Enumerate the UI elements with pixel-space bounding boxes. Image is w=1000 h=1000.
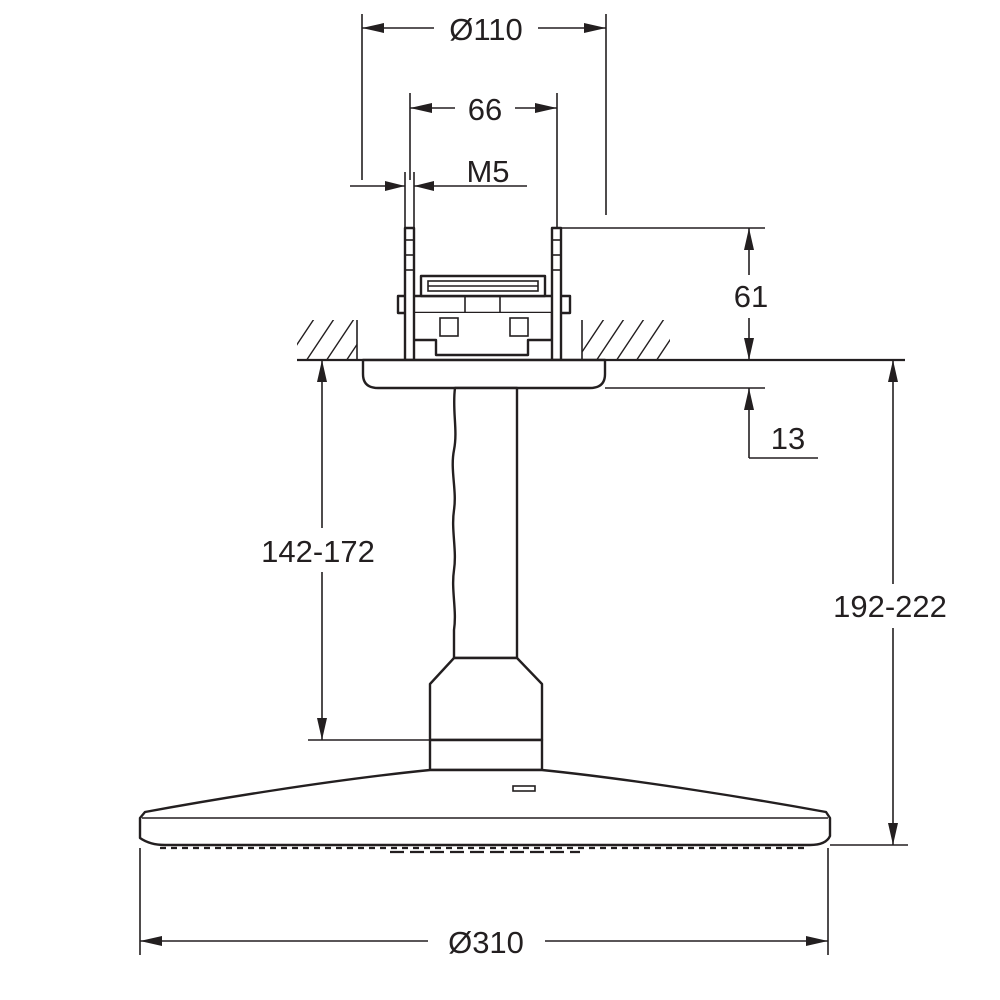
head-connector-collar — [428, 738, 544, 772]
threaded-rod-left — [403, 226, 416, 362]
label-bolt-spacing: 66 — [468, 92, 502, 127]
dim-bolt-spacing-66: 66 — [409, 92, 558, 228]
shower-head — [138, 768, 832, 854]
dim-mount-height-61: 61 — [561, 227, 768, 360]
ceiling-hatch-left — [297, 320, 357, 360]
dim-diameter-110: Ø110 — [361, 12, 607, 215]
label-head-diameter: Ø310 — [448, 925, 524, 960]
dim-flange-thickness-13: 13 — [605, 387, 818, 459]
label-mount-height: 61 — [734, 279, 768, 314]
label-overall-drop: 192-222 — [833, 589, 947, 624]
label-thread: M5 — [466, 154, 509, 189]
label-arm-length: 142-172 — [261, 534, 375, 569]
arm-connector — [428, 656, 544, 742]
ceiling-flange — [361, 358, 607, 390]
mounting-box — [396, 274, 572, 357]
threaded-rod-right — [550, 226, 563, 362]
label-diameter-110: Ø110 — [449, 12, 523, 47]
ceiling-hatch-right — [582, 320, 670, 360]
shower-arm — [451, 386, 519, 660]
dim-arm-length: 142-172 — [261, 360, 430, 741]
dim-thread-m5: M5 — [350, 154, 527, 228]
dim-head-diameter: Ø310 — [139, 848, 829, 960]
dim-overall-drop: 192-222 — [830, 360, 947, 846]
label-flange-thickness: 13 — [771, 421, 805, 456]
